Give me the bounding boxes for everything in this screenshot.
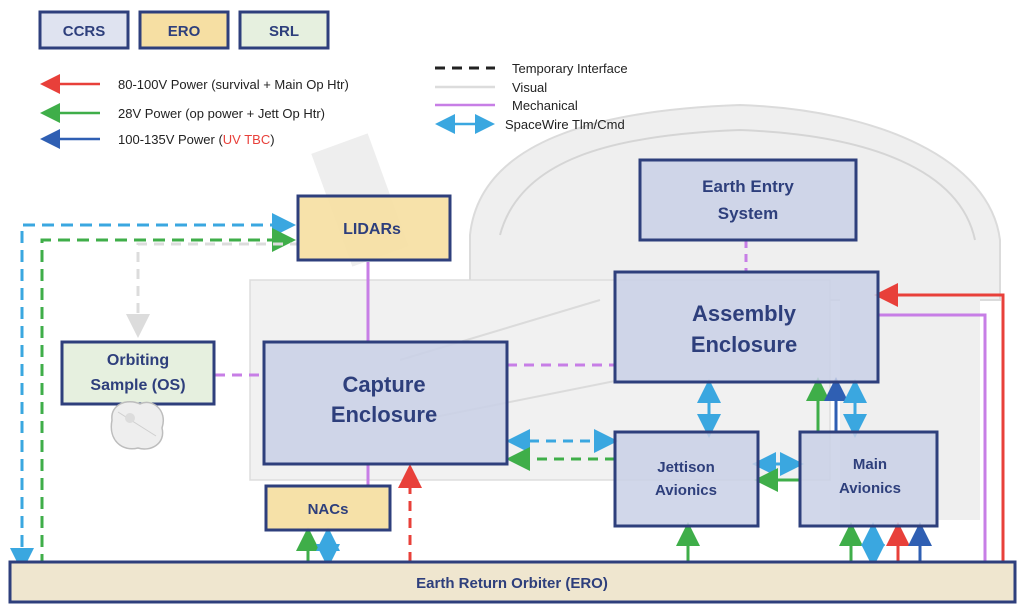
legend-ccrs-label: CCRS: [63, 23, 106, 40]
main-avionics-block: [798, 430, 939, 528]
sample-sphere-icon: [110, 400, 165, 450]
jettison-label-line2: Avionics: [655, 482, 717, 499]
ero-label: Earth Return Orbiter (ERO): [416, 575, 608, 592]
orbiting-label-line1: Orbiting: [107, 352, 169, 369]
earth-entry-label-line2: System: [718, 204, 778, 223]
assembly-label-line2: Enclosure: [691, 332, 797, 357]
legend-srl-swatch: [238, 10, 330, 50]
assembly-label-line1: Assembly: [692, 301, 797, 326]
legend-temporary-text: Temporary Interface: [512, 61, 628, 76]
capture-label-line1: Capture: [342, 372, 425, 397]
lidars-block: [296, 194, 452, 262]
legend-ccrs-swatch: [38, 10, 130, 50]
legend-visual-text: Visual: [512, 80, 547, 95]
legend-red-text: 80-100V Power (survival + Main Op Htr): [118, 77, 349, 92]
orbiting-label-line2: Sample (OS): [90, 377, 185, 394]
legend-green-text: 28V Power (op power + Jett Op Htr): [118, 106, 325, 121]
legend-blue-text-prefix: 100-135V Power (: [118, 132, 223, 147]
lidar-spacewire-link: [10, 213, 296, 572]
nacs-label: NACs: [308, 501, 349, 518]
legend-blue-text: 100-135V Power (UV TBC): [118, 132, 275, 147]
legend-srl-label: SRL: [269, 23, 299, 40]
legend-ero-label: ERO: [168, 23, 201, 40]
earth-entry-block: [638, 158, 858, 242]
jettison-label-line1: Jettison: [657, 459, 715, 476]
legend-spacewire-text: SpaceWire Tlm/Cmd: [505, 117, 625, 132]
legend-blue-text-highlight: UV TBC: [223, 132, 270, 147]
jettison-avionics-block: [613, 430, 760, 528]
legend-mechanical-text: Mechanical: [512, 98, 578, 113]
main-label-line1: Main: [853, 456, 887, 473]
legend-ero-swatch: [138, 10, 230, 50]
capture-label-line2: Enclosure: [331, 402, 437, 427]
legend-blue-text-suffix: ): [270, 132, 274, 147]
earth-return-orbiter-block: [8, 560, 1017, 604]
main-label-line2: Avionics: [839, 480, 901, 497]
connectors: [10, 213, 1005, 572]
assembly-enclosure-block: [613, 270, 880, 384]
orbiting-sample-block: [60, 340, 216, 406]
assembly-ero-mechanical: [878, 313, 987, 562]
lidars-label: LIDARs: [343, 221, 401, 238]
capture-enclosure-block: [262, 340, 509, 466]
lidar-power-link: [40, 228, 296, 566]
assembly-survival-power: [874, 283, 1005, 562]
legend: CCRS ERO SRL 80-100V Power (survival + M…: [38, 10, 628, 149]
nacs-block: [264, 484, 392, 532]
earth-entry-label-line1: Earth Entry: [702, 177, 794, 196]
lidar-visual-link: [126, 242, 300, 338]
blocks: LIDARs Earth Entry System Assembly Enclo…: [8, 158, 1017, 604]
